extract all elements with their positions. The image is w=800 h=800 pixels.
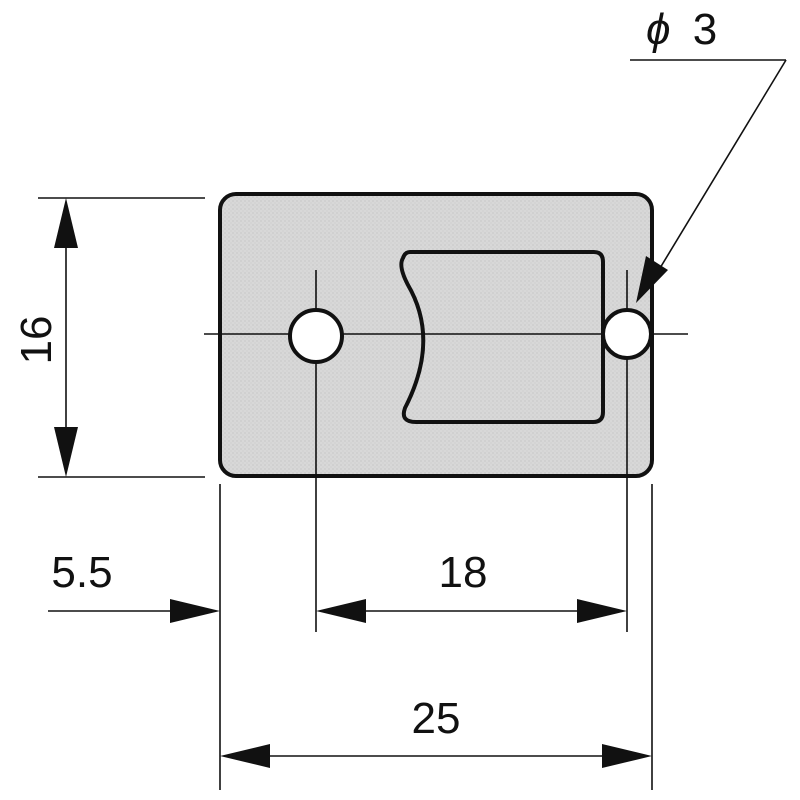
diameter-value: 3 — [693, 5, 717, 54]
spacing-arrow-right — [577, 599, 627, 623]
diameter-arrow — [636, 256, 668, 303]
diameter-symbol: ϕ — [646, 5, 670, 54]
diameter-label: ϕ 3 — [646, 5, 717, 54]
width-arrow-left — [220, 744, 270, 768]
offset-label: 5.5 — [51, 548, 112, 597]
right-hole — [601, 308, 653, 360]
offset-arrow — [170, 599, 220, 623]
width-label: 25 — [412, 694, 461, 743]
height-label: 16 — [12, 316, 61, 365]
height-arrow-bottom — [54, 427, 78, 477]
left-hole — [288, 308, 344, 364]
diameter-leader-diagonal — [653, 59, 787, 279]
plate-cutout — [399, 250, 605, 424]
spacing-arrow-left — [316, 599, 366, 623]
spacing-label: 18 — [439, 548, 488, 597]
width-arrow-right — [602, 744, 652, 768]
height-arrow-top — [54, 198, 78, 248]
